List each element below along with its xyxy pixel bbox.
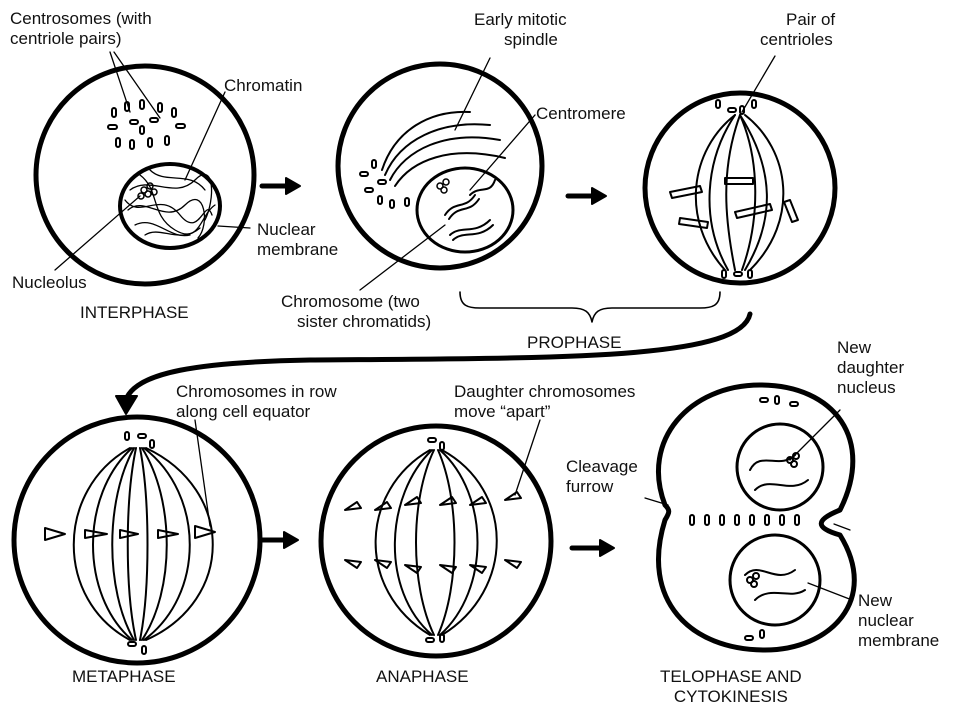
late-prophase-spindle <box>696 115 784 270</box>
label-pair-of-centrioles: Pair of centrioles <box>760 10 835 50</box>
interphase-chromatin <box>125 170 215 238</box>
prophase-cell-membrane <box>338 64 542 268</box>
telophase-lower-nucleus <box>730 535 820 625</box>
label-nucleolus: Nucleolus <box>12 273 87 293</box>
label-centromere: Centromere <box>536 104 626 124</box>
label-nuclear-membrane: Nuclear membrane <box>257 220 338 260</box>
prophase-brace <box>460 292 720 322</box>
late-prophase-cell-membrane <box>645 93 835 283</box>
label-centrosomes: Centrosomes (with centriole pairs) <box>10 9 152 49</box>
stage-anaphase: ANAPHASE <box>376 667 469 687</box>
label-chromosomes-in-row: Chromosomes in row along cell equator <box>176 382 337 422</box>
stage-telophase: TELOPHASE AND CYTOKINESIS <box>660 667 802 707</box>
label-daughter-chromosomes: Daughter chromosomes move “apart” <box>454 382 635 422</box>
prophase-cell <box>338 64 542 268</box>
prophase-spindle <box>382 112 505 186</box>
prophase-centrosome <box>360 160 409 208</box>
telophase-upper-nucleus <box>737 424 823 510</box>
metaphase-cell-membrane <box>14 417 260 663</box>
label-new-daughter-nucleus: New daughter nucleus <box>837 338 904 398</box>
anaphase-cell <box>321 426 551 656</box>
anaphase-cell-membrane <box>321 426 551 656</box>
stage-prophase: PROPHASE <box>527 333 621 353</box>
telophase-midbody <box>690 515 799 525</box>
label-chromosome: Chromosome (two sister chromatids) <box>281 292 431 332</box>
metaphase-cell <box>14 417 260 663</box>
prophase-nucleus <box>417 168 513 252</box>
stage-interphase: INTERPHASE <box>80 303 189 323</box>
label-new-nuclear-membrane: New nuclear membrane <box>858 591 939 651</box>
label-chromatin: Chromatin <box>224 76 302 96</box>
metaphase-centrosomes <box>125 432 154 654</box>
stage-metaphase: METAPHASE <box>72 667 176 687</box>
anaphase-spindle <box>376 450 497 635</box>
late-prophase-cell <box>645 93 835 283</box>
interphase-centrosomes <box>108 100 185 149</box>
prophase-chromosomes <box>445 180 495 240</box>
label-cleavage-furrow: Cleavage furrow <box>566 457 638 497</box>
metaphase-spindle <box>74 448 213 640</box>
label-early-spindle: Early mitotic spindle <box>474 10 567 50</box>
